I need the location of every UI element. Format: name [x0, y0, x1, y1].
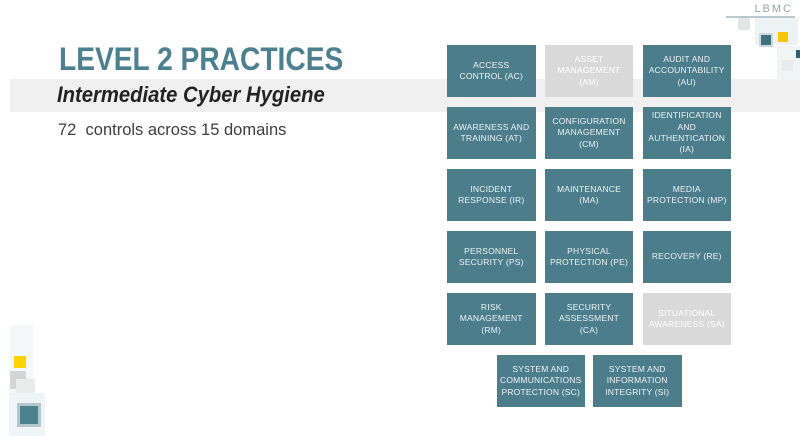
decor-square-gray-bl-2: [16, 379, 35, 396]
domain-box-access-control: ACCESS CONTROL (AC): [447, 45, 536, 97]
page-subtitle: Intermediate Cyber Hygiene: [57, 82, 325, 107]
controls-summary: 72 controls across 15 domains: [58, 121, 287, 139]
domain-box-asset-management: ASSET MANAGEMENT (AM): [544, 45, 634, 97]
logo-underline: [726, 16, 795, 18]
page-title: LEVEL 2 PRACTICES: [59, 41, 344, 77]
domain-row-5: RISK MANAGEMENT (RM) SECURITY ASSESSMENT…: [447, 293, 731, 345]
domain-box-security-assessment: SECURITY ASSESSMENT (CA): [544, 293, 634, 345]
decor-square-gray: [738, 18, 750, 30]
domain-box-audit-accountability: AUDIT AND ACCOUNTABILITY (AU): [642, 45, 731, 97]
domain-box-awareness-training: AWARENESS AND TRAINING (AT): [447, 107, 536, 159]
decor-square-yellow: [778, 32, 788, 42]
domain-box-media-protection: MEDIA PROTECTION (MP): [642, 169, 731, 221]
domain-row-4: PERSONNEL SECURITY (PS) PHYSICAL PROTECT…: [447, 231, 731, 283]
domain-box-risk-management: RISK MANAGEMENT (RM): [447, 293, 536, 345]
domain-box-system-information-integrity: SYSTEM AND INFORMATION INTEGRITY (SI): [593, 355, 682, 407]
domain-box-identification-authentication: IDENTIFICATION AND AUTHENTICATION (IA): [642, 107, 731, 159]
domain-box-recovery: RECOVERY (RE): [642, 231, 731, 283]
domain-box-physical-protection: PHYSICAL PROTECTION (PE): [544, 231, 634, 283]
domain-box-incident-response: INCIDENT RESPONSE (IR): [447, 169, 536, 221]
decor-square-teal: [761, 35, 771, 45]
domain-box-configuration-management: CONFIGURATION MANAGEMENT (CM): [544, 107, 634, 159]
domain-row-3: INCIDENT RESPONSE (IR) MAINTENANCE (MA) …: [447, 169, 731, 221]
domain-box-system-communications-protection: SYSTEM AND COMMUNICATIONS PROTECTION (SC…: [496, 355, 585, 407]
domain-row-1: ACCESS CONTROL (AC) ASSET MANAGEMENT (AM…: [447, 45, 731, 97]
domain-box-personnel-security: PERSONNEL SECURITY (PS): [447, 231, 536, 283]
decor-square-gray-2: [782, 60, 793, 71]
lbmc-logo: LBMC: [754, 3, 793, 15]
domain-grid: ACCESS CONTROL (AC) ASSET MANAGEMENT (AM…: [447, 45, 731, 417]
decor-square-darkteal: [796, 50, 800, 58]
domain-row-6: SYSTEM AND COMMUNICATIONS PROTECTION (SC…: [447, 355, 731, 407]
domain-box-situational-awareness: SITUATIONAL AWARENESS (SA): [642, 293, 731, 345]
decor-square-teal-bl: [17, 403, 41, 427]
domain-box-maintenance: MAINTENANCE (MA): [544, 169, 634, 221]
decor-square-yellow-bl: [14, 356, 26, 368]
domain-row-2: AWARENESS AND TRAINING (AT) CONFIGURATIO…: [447, 107, 731, 159]
